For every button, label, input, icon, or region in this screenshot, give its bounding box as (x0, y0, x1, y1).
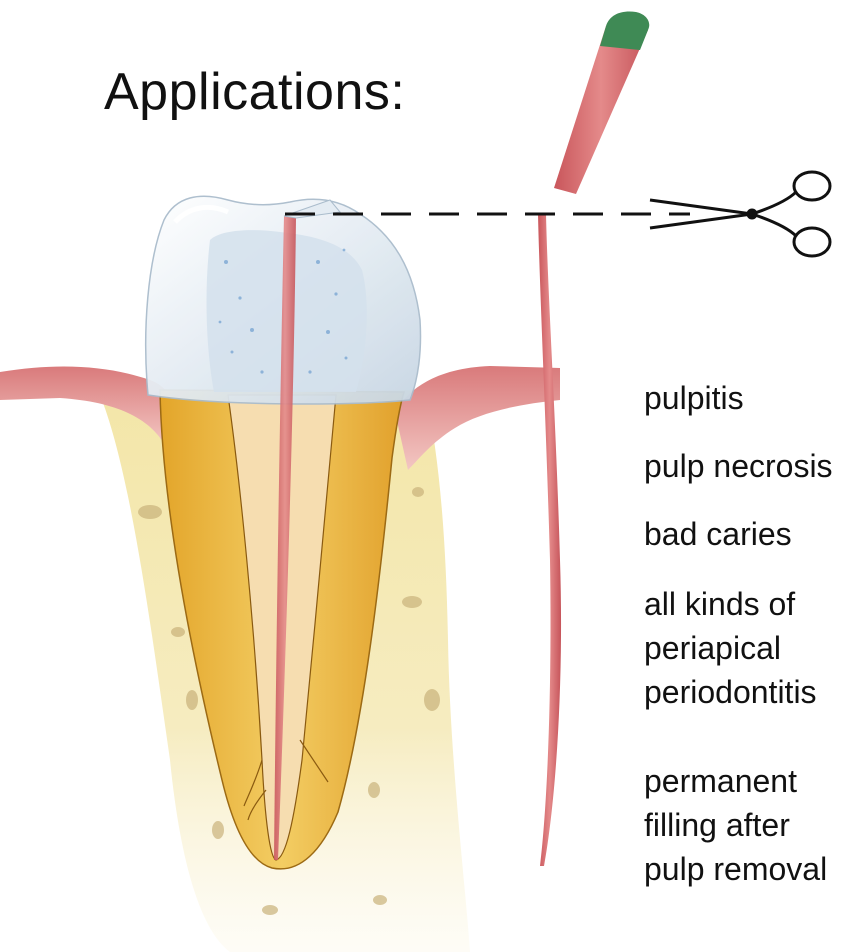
gum-left (0, 366, 176, 445)
gum-right (395, 366, 560, 470)
scissors-icon (649, 170, 832, 258)
page-title: Applications: (104, 63, 406, 121)
application-bad-caries: bad caries (644, 516, 792, 552)
canal-branch-right (299, 739, 329, 783)
enamel-highlight (173, 204, 230, 224)
gutta-percha-green-tip (600, 11, 650, 51)
application-permanent-filling: permanent filling after pulp removal (644, 763, 828, 887)
application-periapical-periodontitis: all kinds of periapical periodontitis (644, 586, 817, 710)
canal-branch-left (243, 759, 267, 821)
gutta-percha-in-canal (274, 216, 296, 860)
crown-speckles (218, 248, 348, 374)
bone-pores (138, 487, 440, 915)
gutta-percha-point (538, 214, 562, 866)
application-pulpitis: pulpitis (644, 380, 744, 416)
gutta-percha-cut-segment (554, 26, 648, 194)
application-pulp-necrosis: pulp necrosis (644, 448, 833, 484)
applications-list: pulpitis pulp necrosis bad caries all ki… (644, 0, 866, 952)
